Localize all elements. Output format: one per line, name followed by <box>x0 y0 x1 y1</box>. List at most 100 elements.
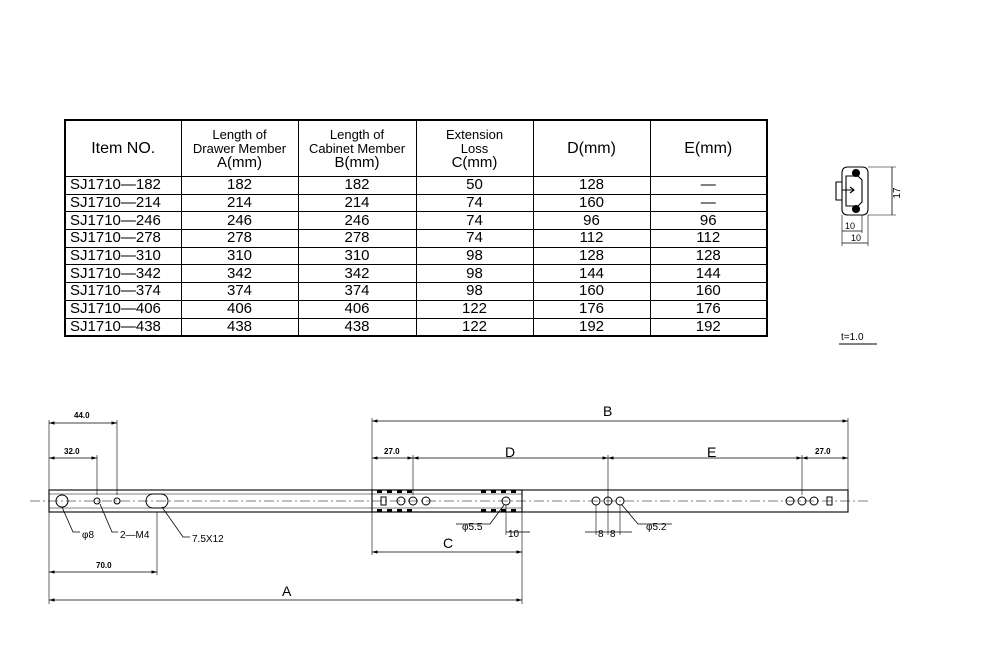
value-cell: 128 <box>532 176 651 195</box>
value-cell: 406 <box>297 300 417 319</box>
header-text: B(mm) <box>334 153 380 171</box>
ball <box>377 509 382 512</box>
mount-hole <box>421 496 431 506</box>
item-number-cell: SJ1710—246 <box>64 211 182 231</box>
slot-hole <box>145 493 169 509</box>
ball <box>491 509 496 512</box>
callout-hole52: φ5.2 <box>646 522 667 533</box>
value-cell: 160 <box>532 194 651 213</box>
item-number-cell: SJ1710—438 <box>64 318 182 337</box>
value-cell: — <box>649 176 768 195</box>
profile-cross-section <box>835 166 896 246</box>
profile-ball-bottom <box>851 204 861 214</box>
profile-inner-width-label: 10 <box>845 221 855 231</box>
leader-m4 <box>99 503 118 533</box>
header-text: Extension <box>445 126 504 142</box>
value-cell: 278 <box>297 229 417 248</box>
ball <box>387 509 392 512</box>
value-cell: 74 <box>415 229 534 248</box>
mount-hole <box>797 496 807 506</box>
value-cell: 144 <box>532 264 651 284</box>
callout-8a: 8 <box>598 529 604 540</box>
header-extension-loss: Extension Loss C(mm) <box>415 120 534 177</box>
header-text: Length of <box>212 126 267 142</box>
value-cell: 128 <box>532 247 651 266</box>
ball <box>481 490 486 493</box>
callout-hole55: φ5.5 <box>462 522 483 533</box>
ball-cage-right <box>481 490 516 512</box>
mount-hole <box>396 496 406 506</box>
dim-44-label: 44.0 <box>74 411 90 420</box>
ball <box>407 490 412 493</box>
value-cell: 310 <box>180 247 299 266</box>
ball-cage-left <box>377 490 412 512</box>
header-text: D(mm) <box>567 139 616 157</box>
mount-hole <box>809 496 819 506</box>
profile-height-label: 17 <box>892 187 903 199</box>
ball <box>511 490 516 493</box>
ball <box>511 509 516 512</box>
ball <box>501 509 506 512</box>
value-cell: 96 <box>532 211 651 231</box>
leader-slot <box>161 506 190 538</box>
leader-hole8 <box>61 506 80 533</box>
header-item-no-text: Item NO. <box>91 139 156 157</box>
header-item-no: Item NO. <box>64 120 182 177</box>
value-cell: 192 <box>649 318 768 337</box>
header-text: Loss <box>460 140 489 156</box>
value-cell: 342 <box>180 264 299 284</box>
value-cell: 246 <box>297 211 417 231</box>
leader-hole52 <box>621 504 672 525</box>
dim-d-label: D <box>505 444 515 460</box>
header-text: Cabinet Member <box>308 140 406 156</box>
dimension-lines <box>48 418 849 604</box>
value-cell: — <box>649 194 768 213</box>
square-hole <box>826 496 833 506</box>
item-number-cell: SJ1710—182 <box>64 176 182 195</box>
item-number-cell: SJ1710—214 <box>64 194 182 213</box>
value-cell: 74 <box>415 211 534 231</box>
thickness-label: t=1.0 <box>841 332 864 343</box>
header-text: Drawer Member <box>192 140 287 156</box>
value-cell: 74 <box>415 194 534 213</box>
dim-c-label: C <box>443 535 453 551</box>
profile-inner-outline <box>845 175 863 207</box>
header-d: D(mm) <box>532 120 651 177</box>
item-number-cell: SJ1710—310 <box>64 247 182 266</box>
value-cell: 310 <box>297 247 417 266</box>
value-cell: 176 <box>649 300 768 319</box>
ball <box>387 490 392 493</box>
ball <box>407 509 412 512</box>
slide-body <box>30 489 870 513</box>
value-cell: 438 <box>297 318 417 337</box>
header-cabinet-length: Length of Cabinet Member B(mm) <box>297 120 417 177</box>
item-number-cell: SJ1710—374 <box>64 282 182 301</box>
header-drawer-length: Length of Drawer Member A(mm) <box>180 120 299 177</box>
value-cell: 176 <box>532 300 651 319</box>
value-cell: 214 <box>297 194 417 213</box>
dim-b-label: B <box>603 403 612 419</box>
value-cell: 122 <box>415 318 534 337</box>
dim-70-label: 70.0 <box>96 561 112 570</box>
value-cell: 160 <box>532 282 651 301</box>
dim-e-label: E <box>707 444 716 460</box>
dim-a-label: A <box>282 583 292 599</box>
value-cell: 278 <box>180 229 299 248</box>
callout-10: 10 <box>508 529 520 540</box>
dim-27-right-label: 27.0 <box>815 447 831 456</box>
hole-m4 <box>93 497 101 505</box>
spec-table: Item NO. Length of Drawer Member A(mm) L… <box>64 119 768 338</box>
value-cell: 98 <box>415 264 534 284</box>
dim-32-label: 32.0 <box>64 447 80 456</box>
profile-outer-width-label: 10 <box>851 233 861 243</box>
header-e: E(mm) <box>649 120 768 177</box>
ball <box>501 490 506 493</box>
value-cell: 98 <box>415 247 534 266</box>
